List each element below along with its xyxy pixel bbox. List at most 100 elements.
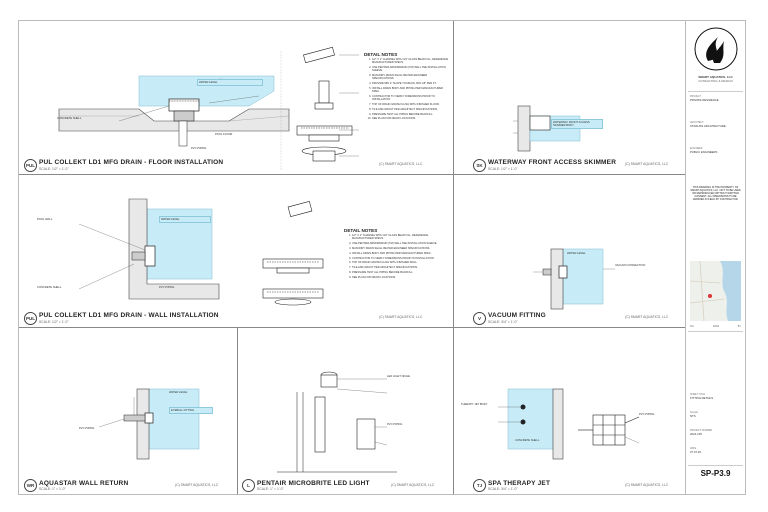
callout-water-level: WATER LEVEL bbox=[197, 79, 263, 87]
skimmer-drawing bbox=[513, 105, 581, 152]
detail-scale: SCALE: 3/4" = 1'-0" bbox=[488, 487, 518, 491]
note-item: CONTRACTOR TO VERIFY DIMENSIONS PRIOR TO… bbox=[372, 95, 449, 101]
callout-pipe: PVC PIPING bbox=[191, 147, 207, 150]
detail-wall-drain: WATER LEVEL POOL WALL CONCRETE SHELL PVC… bbox=[19, 174, 453, 327]
callout-led: LED LIGHT NICHE bbox=[387, 375, 410, 378]
callout-water-level: WATER LEVEL bbox=[567, 252, 586, 255]
note-item: USE PENTAIR ARMORDRAIN (TM) WALL TEE INS… bbox=[372, 66, 449, 72]
map-graphic bbox=[690, 261, 741, 321]
architect-field: ARCHITECT STRAUSS ARCHITECTURE bbox=[690, 121, 742, 128]
column-divider bbox=[237, 327, 238, 494]
detail-tag: SK bbox=[473, 159, 486, 172]
note-item: 1/2" X 1" CHANNEL WITH 3/4" GLASS BEAD F… bbox=[372, 58, 449, 64]
separator bbox=[688, 331, 743, 332]
company-name: SMART AQUATICS, LLC bbox=[698, 75, 733, 79]
detail-led-light: LED LIGHT NICHE PVC PIPING L PENTAIR MIC… bbox=[237, 327, 453, 494]
detail-tag: L bbox=[242, 479, 255, 492]
detail-therapy-jet: THERAPY JET BODY CONCRETE SHELL PVC PIPI… bbox=[453, 327, 685, 494]
detail-credit: (C) SMART AQUATICS, LLC bbox=[379, 162, 423, 166]
detail-credit: (C) SMART AQUATICS, LLC bbox=[379, 315, 423, 319]
detail-tag: PUL bbox=[24, 159, 37, 172]
detail-title: WATERWAY FRONT ACCESS SKIMMER bbox=[488, 159, 617, 166]
note-item: TOP OF DRAIN GRATE FLUSH WITH FINISHED W… bbox=[352, 261, 444, 264]
field-value: STRAUSS ARCHITECTURE bbox=[690, 124, 726, 128]
notes-heading: DETAIL NOTES bbox=[364, 52, 398, 57]
company-logo-icon bbox=[694, 27, 738, 71]
title-block: SMART AQUATICS, LLC CONSULTING & DESIGN … bbox=[686, 21, 745, 494]
note-item: TOP OF DRAIN GRATE FLUSH WITH FINISHED F… bbox=[372, 103, 449, 106]
column-divider bbox=[453, 327, 454, 494]
detail-tag: TJ bbox=[473, 479, 486, 492]
note-item: CONTRACTOR TO VERIFY DIMENSIONS PRIOR TO… bbox=[352, 257, 444, 260]
note-item: PRESSURE TEST ALL PIPING BEFORE BACKFILL… bbox=[352, 271, 444, 274]
note-item: INSTALL DRAIN BODY AND PIPING PER MANUFA… bbox=[352, 252, 444, 255]
revision-header: NO. DATE BY bbox=[690, 325, 741, 328]
led-light-drawing bbox=[277, 371, 397, 473]
callout-concrete: CONCRETE SHELL bbox=[57, 117, 82, 120]
vacuum-drawing bbox=[533, 248, 615, 310]
row-divider bbox=[19, 327, 685, 328]
sheet-title-field: SHEET TITLE FITTING DETAILS bbox=[690, 393, 742, 400]
detail-vacuum: WATER LEVEL VACUUM CONNECTION V VACUUM F… bbox=[453, 174, 685, 327]
field-value: 07.07.25 bbox=[690, 450, 701, 454]
callout-pipe: PVC PIPING bbox=[639, 413, 655, 416]
note-item: USE PENTAIR ARMORDRAIN (TM) WALL TEE INS… bbox=[352, 242, 444, 245]
note-item: INSTALL DRAIN BODY AND PIPING PER MANUFA… bbox=[372, 87, 449, 93]
field-label: SCALE bbox=[690, 411, 698, 414]
callout-pool-floor: POOL FLOOR bbox=[215, 133, 233, 136]
drawing-sheet: WATER LEVEL CONCRETE SHELL POOL FLOOR PV… bbox=[18, 20, 746, 495]
detail-scale: SCALE: 1/2" = 1'-0" bbox=[488, 167, 518, 171]
callout-jet: THERAPY JET BODY bbox=[461, 403, 488, 406]
detail-title: AQUASTAR WALL RETURN bbox=[39, 480, 129, 487]
field-value: PRIVATE RESIDENCE bbox=[690, 98, 719, 102]
project-field: PROJECT PRIVATE RESIDENCE bbox=[690, 95, 742, 102]
note-item: SEE PLAN FOR DRAIN LOCATIONS. bbox=[352, 276, 444, 279]
column-divider bbox=[453, 21, 454, 327]
field-value: NTS bbox=[690, 414, 696, 418]
field-label: PROJECT bbox=[690, 95, 702, 98]
note-item: MASONRY DRAIN SHALL BE PER ENGINEER SPEC… bbox=[372, 74, 449, 80]
note-item: 1/2" X 1" CHANNEL WITH 3/4" GLASS BEAD F… bbox=[352, 234, 444, 240]
field-label: ENGINEER bbox=[690, 147, 703, 150]
detail-scale: SCALE: 1" = 1'-0" bbox=[39, 487, 66, 491]
note-item: TILE AND GROUT PER ARCHITECT SPECIFICATI… bbox=[352, 266, 444, 269]
field-label: PROJECT NUMBER bbox=[690, 429, 713, 432]
row-divider bbox=[19, 174, 685, 175]
detail-scale: SCALE: 3/4" = 1'-0" bbox=[488, 320, 518, 324]
callout-concrete: CONCRETE SHELL bbox=[515, 439, 540, 442]
callout-return: EYEBALL FITTING bbox=[169, 407, 213, 415]
note-item: SEE PLAN FOR DRAIN LOCATIONS. bbox=[372, 117, 449, 120]
detail-credit: (C) SMART AQUATICS, LLC bbox=[625, 315, 669, 319]
detail-credit: (C) SMART AQUATICS, LLC bbox=[175, 483, 219, 487]
field-value: FITTING DETAILS bbox=[690, 396, 714, 400]
detail-floor-drain: WATER LEVEL CONCRETE SHELL POOL FLOOR PV… bbox=[19, 21, 453, 174]
field-value: PUBLIC ENGINEERS bbox=[690, 150, 718, 154]
detail-title: SPA THERAPY JET bbox=[488, 480, 551, 487]
wall-return-drawing bbox=[98, 388, 200, 460]
callout-skimmer: WATERWAY FRONT ACCESS SKIMMER BODY bbox=[551, 119, 603, 130]
callout-pipe: PVC PIPING bbox=[79, 427, 95, 430]
separator bbox=[688, 465, 743, 466]
detail-credit: (C) SMART AQUATICS, LLC bbox=[625, 483, 669, 487]
rev-by-label: BY bbox=[737, 325, 741, 328]
field-label: DATE bbox=[690, 447, 697, 450]
project-number-field: PROJECT NUMBER 2024-105 bbox=[690, 429, 742, 436]
detail-credit: (C) SMART AQUATICS, LLC bbox=[625, 162, 669, 166]
location-map bbox=[690, 261, 741, 321]
detail-wall-return: WATER LEVEL EYEBALL FITTING PVC PIPING W… bbox=[19, 327, 237, 494]
detail-scale: SCALE: 1" = 1'-0" bbox=[257, 487, 284, 491]
separator bbox=[688, 91, 743, 92]
callout-pipe: PVC PIPING bbox=[387, 423, 403, 426]
note-item: PROVIDE MIN 2" SLOPE TO DRAIN, MIN 1/8" … bbox=[372, 82, 449, 85]
detail-title: PUL COLLEKT LD1 MFG DRAIN - FLOOR INSTAL… bbox=[39, 159, 224, 166]
detail-tag: WR bbox=[24, 479, 37, 492]
date-field: DATE 07.07.25 bbox=[690, 447, 742, 454]
field-value: 2024-105 bbox=[690, 432, 702, 436]
sheet-number: SP-P3.9 bbox=[700, 469, 731, 478]
callout-pipe: PVC PIPING bbox=[159, 286, 175, 289]
field-label: SHEET TITLE bbox=[690, 393, 706, 396]
callout-water-level: WATER LEVEL bbox=[169, 391, 188, 394]
callout-concrete: CONCRETE SHELL bbox=[37, 286, 62, 289]
detail-tag: V bbox=[473, 312, 486, 325]
callout-water-level: WATER LEVEL bbox=[159, 216, 211, 224]
